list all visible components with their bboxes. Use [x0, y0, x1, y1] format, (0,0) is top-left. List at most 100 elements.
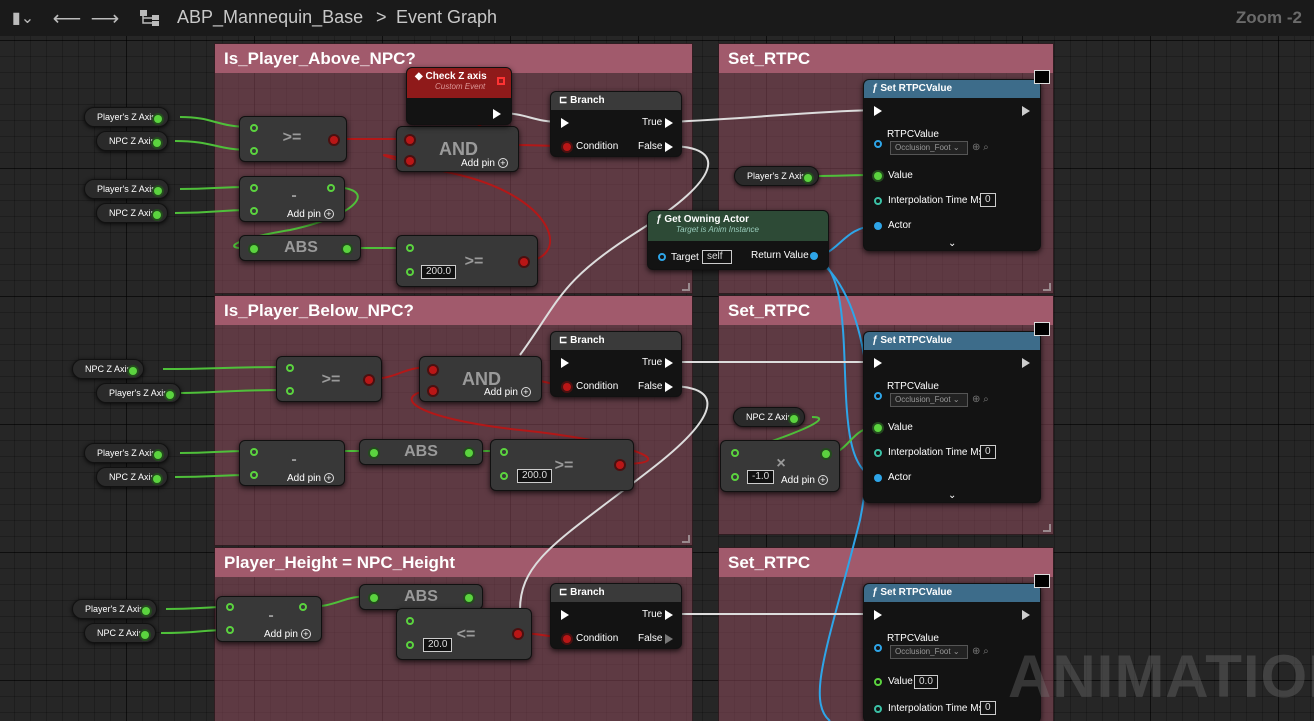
var-player-z[interactable]: Player's Z Axis: [84, 179, 169, 199]
input-pin-b[interactable]: [429, 387, 437, 395]
input-pin-a[interactable]: [250, 448, 258, 456]
var-player-z[interactable]: Player's Z Axis: [734, 166, 819, 186]
output-pin[interactable]: [153, 211, 162, 219]
breadcrumb-graph[interactable]: Event Graph: [396, 7, 498, 27]
subtract-node-3[interactable]: - Add pin+: [216, 596, 322, 642]
output-pin[interactable]: [514, 630, 522, 638]
interp-field[interactable]: 0: [980, 193, 996, 207]
output-pin[interactable]: [616, 461, 624, 469]
input-pin-a[interactable]: [406, 244, 414, 252]
exec-in-pin[interactable]: [561, 118, 569, 128]
output-pin[interactable]: [803, 174, 812, 182]
set-rtpc-value-node-3[interactable]: ƒ Set RTPCValue RTPCValue Occlusion_Foot…: [863, 583, 1041, 721]
greater-equal-node-4[interactable]: 200.0 >=: [490, 439, 634, 491]
browse-search-icons[interactable]: ⊕ ⌕: [972, 142, 989, 153]
var-npc-z[interactable]: NPC Z Axis: [733, 407, 806, 427]
output-pin[interactable]: [465, 449, 473, 457]
less-equal-node[interactable]: 20.0 <=: [396, 608, 532, 660]
exec-false-pin[interactable]: [665, 142, 673, 152]
value-field[interactable]: 20.0: [423, 638, 453, 652]
value-pin[interactable]: [874, 172, 882, 180]
output-pin[interactable]: [520, 258, 528, 266]
set-rtpc-value-node-1[interactable]: ƒ Set RTPCValue RTPCValue Occlusion_Foot…: [863, 79, 1041, 251]
branch-node-3[interactable]: ⊏ Branch True Condition False: [550, 583, 682, 649]
interp-pin[interactable]: [874, 197, 882, 205]
input-pin-a[interactable]: [250, 124, 258, 132]
browse-search-icons[interactable]: ⊕ ⌕: [972, 646, 989, 657]
value-field[interactable]: 200.0: [421, 265, 457, 279]
output-pin[interactable]: [153, 451, 162, 459]
input-pin-b[interactable]: [731, 473, 739, 481]
var-npc-z[interactable]: NPC Z Axis: [96, 203, 169, 223]
output-pin[interactable]: [129, 367, 138, 375]
input-pin-b[interactable]: [250, 207, 258, 215]
breadcrumb-blueprint[interactable]: ABP_Mannequin_Base: [177, 7, 364, 27]
chevron-down-icon[interactable]: ⌄: [948, 490, 957, 501]
actor-pin[interactable]: [874, 474, 882, 482]
input-pin-a[interactable]: [406, 617, 414, 625]
input-pin-b[interactable]: [250, 147, 258, 155]
value-field[interactable]: -1.0: [747, 470, 775, 484]
subtract-node-2[interactable]: - Add pin+: [239, 440, 345, 486]
condition-pin[interactable]: [563, 635, 571, 643]
input-pin-b[interactable]: [500, 472, 508, 480]
exec-in-pin[interactable]: [561, 358, 569, 368]
add-pin-button[interactable]: Add pin+: [287, 473, 334, 484]
add-pin-button[interactable]: Add pin+: [264, 629, 311, 640]
delegate-pin[interactable]: [497, 77, 505, 85]
exec-in-pin[interactable]: [874, 106, 882, 116]
exec-false-pin[interactable]: [665, 634, 673, 644]
set-rtpc-value-node-2[interactable]: ƒ Set RTPCValue RTPCValue Occlusion_Foot…: [863, 331, 1041, 503]
rtpc-pin[interactable]: [874, 644, 882, 652]
exec-out-pin[interactable]: [1022, 610, 1030, 620]
input-pin-b[interactable]: [406, 268, 414, 276]
output-pin[interactable]: [343, 245, 351, 253]
var-player-z[interactable]: Player's Z Axis: [84, 107, 169, 127]
input-pin[interactable]: [370, 449, 378, 457]
target-pin[interactable]: [658, 253, 666, 261]
add-pin-button[interactable]: Add pin+: [461, 158, 508, 169]
rtpc-pin[interactable]: [874, 392, 882, 400]
rtpc-pin[interactable]: [874, 140, 882, 148]
greater-equal-node-2[interactable]: 200.0 >=: [396, 235, 538, 287]
greater-equal-node-3[interactable]: >=: [276, 356, 382, 402]
target-field[interactable]: self: [702, 250, 732, 264]
input-pin-a[interactable]: [226, 603, 234, 611]
add-pin-button[interactable]: Add pin+: [781, 475, 828, 486]
value-field[interactable]: 0.0: [914, 675, 938, 689]
input-pin-a[interactable]: [286, 364, 294, 372]
abs-node-3[interactable]: ABS: [359, 584, 483, 610]
add-pin-button[interactable]: Add pin+: [484, 387, 531, 398]
input-pin[interactable]: [370, 594, 378, 602]
output-pin[interactable]: [465, 594, 473, 602]
exec-true-pin[interactable]: [665, 358, 673, 368]
exec-false-pin[interactable]: [665, 382, 673, 392]
input-pin-a[interactable]: [500, 448, 508, 456]
interp-field[interactable]: 0: [980, 445, 996, 459]
var-npc-z[interactable]: NPC Z Axis: [96, 467, 169, 487]
input-pin-b[interactable]: [406, 641, 414, 649]
interp-pin[interactable]: [874, 449, 882, 457]
output-pin[interactable]: [327, 184, 335, 192]
get-owning-actor-node[interactable]: ƒ Get Owning Actor Target is Anim Instan…: [647, 210, 829, 270]
interp-pin[interactable]: [874, 705, 882, 713]
var-player-z[interactable]: Player's Z Axis: [84, 443, 169, 463]
multiply-node[interactable]: -1.0 × Add pin+: [720, 440, 840, 492]
add-pin-button[interactable]: Add pin+: [287, 209, 334, 220]
output-pin[interactable]: [165, 391, 174, 399]
input-pin-b[interactable]: [286, 387, 294, 395]
exec-out-pin[interactable]: [1022, 106, 1030, 116]
exec-in-pin[interactable]: [561, 610, 569, 620]
exec-in-pin[interactable]: [874, 358, 882, 368]
branch-node-2[interactable]: ⊏ Branch True Condition False: [550, 331, 682, 397]
value-pin[interactable]: [874, 678, 882, 686]
value-pin[interactable]: [874, 424, 882, 432]
output-pin[interactable]: [299, 603, 307, 611]
output-pin[interactable]: [822, 450, 830, 458]
exec-true-pin[interactable]: [665, 610, 673, 620]
rtpc-dropdown[interactable]: Occlusion_Foot ⌄: [890, 645, 968, 659]
exec-out-pin[interactable]: [1022, 358, 1030, 368]
and-node-2[interactable]: AND Add pin+: [419, 356, 542, 402]
condition-pin[interactable]: [563, 383, 571, 391]
